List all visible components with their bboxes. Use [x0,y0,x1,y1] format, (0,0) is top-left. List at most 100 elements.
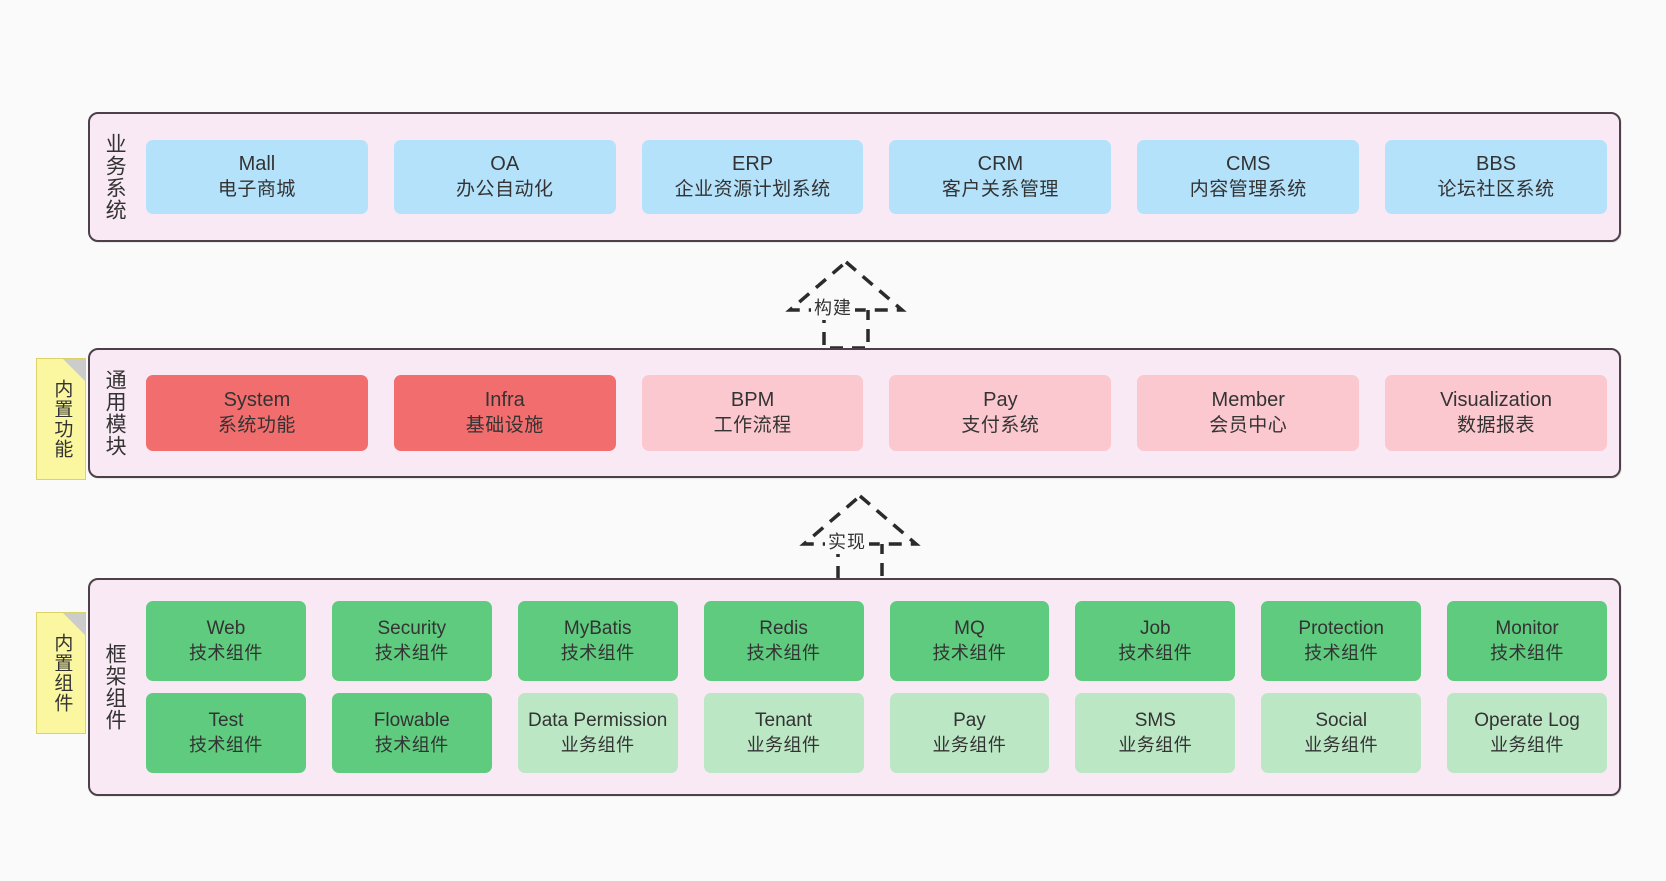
card-pay-module-subtitle: 支付系统 [961,414,1040,436]
card-system[interactable]: System 系统功能 [146,375,368,451]
connector-implement-arrow [799,493,921,584]
card-mall-title: Mall [238,153,276,176]
note-fold-icon [63,613,85,635]
connector-build: 构建 [756,258,936,350]
card-web-title: Web [206,618,246,640]
card-system-subtitle: 系统功能 [217,414,296,436]
business-card-row: Mall 电子商城 OA 办公自动化 ERP 企业资源计划系统 CRM 客户关系… [146,140,1607,214]
card-erp[interactable]: ERP 企业资源计划系统 [641,140,864,214]
card-social[interactable]: Social 业务组件 [1261,693,1422,773]
card-bpm-subtitle: 工作流程 [713,414,792,436]
card-test[interactable]: Test 技术组件 [146,693,306,773]
card-bbs[interactable]: BBS 论坛社区系统 [1385,140,1607,214]
card-member-subtitle: 会员中心 [1209,414,1288,436]
card-bpm[interactable]: BPM 工作流程 [641,375,864,451]
card-data-permission[interactable]: Data Permission 业务组件 [517,693,678,773]
card-erp-title: ERP [732,153,774,176]
card-oa-title: OA [490,153,520,176]
card-mall-subtitle: 电子商城 [217,178,296,200]
card-pay-module[interactable]: Pay 支付系统 [889,375,1112,451]
card-mybatis[interactable]: MyBatis 技术组件 [517,601,678,681]
card-flowable[interactable]: Flowable 技术组件 [331,693,492,773]
card-web[interactable]: Web 技术组件 [146,601,306,681]
card-operate-log-title: Operate Log [1474,710,1580,732]
card-crm-subtitle: 客户关系管理 [941,178,1059,200]
card-security-subtitle: 技术组件 [374,642,449,663]
card-bpm-title: BPM [730,389,775,412]
card-security[interactable]: Security 技术组件 [331,601,492,681]
card-cms-subtitle: 内容管理系统 [1189,178,1307,200]
card-social-subtitle: 业务组件 [1304,734,1379,755]
card-mall[interactable]: Mall 电子商城 [146,140,368,214]
card-pay-module-title: Pay [983,389,1018,412]
card-operate-log-subtitle: 业务组件 [1490,734,1565,755]
card-visualization[interactable]: Visualization 数据报表 [1385,375,1607,451]
connector-build-arrow [785,259,907,350]
card-member-title: Member [1211,389,1285,412]
card-tenant-title: Tenant [755,710,813,732]
note-builtin-function: 内置功能 [36,358,86,480]
card-tenant[interactable]: Tenant 业务组件 [703,693,864,773]
card-social-title: Social [1315,710,1368,732]
card-redis-subtitle: 技术组件 [746,642,821,663]
card-redis-title: Redis [759,618,808,640]
card-visualization-subtitle: 数据报表 [1457,414,1536,436]
note-builtin-component: 内置组件 [36,612,86,734]
card-cms-title: CMS [1226,153,1271,176]
framework-tech-row: Web 技术组件 Security 技术组件 MyBatis 技术组件 Redi… [146,601,1607,681]
card-pay-component[interactable]: Pay 业务组件 [889,693,1050,773]
card-test-title: Test [208,710,244,732]
card-cms[interactable]: CMS 内容管理系统 [1137,140,1360,214]
card-erp-subtitle: 企业资源计划系统 [674,178,831,200]
card-infra[interactable]: Infra 基础设施 [393,375,616,451]
card-test-subtitle: 技术组件 [188,734,263,755]
card-mq[interactable]: MQ 技术组件 [889,601,1050,681]
card-crm[interactable]: CRM 客户关系管理 [889,140,1112,214]
card-mybatis-title: MyBatis [563,618,632,640]
card-visualization-title: Visualization [1440,389,1553,412]
connector-implement: 实现 [770,492,950,584]
layer-framework-components: 框架组件 Web 技术组件 Security 技术组件 MyBatis 技术组件… [88,578,1621,796]
card-bbs-title: BBS [1476,153,1517,176]
card-data-permission-subtitle: 业务组件 [560,734,635,755]
card-job-title: Job [1139,618,1171,640]
card-security-title: Security [377,618,447,640]
layer-framework-body: Web 技术组件 Security 技术组件 MyBatis 技术组件 Redi… [138,580,1619,794]
card-crm-title: CRM [977,153,1024,176]
card-sms-title: SMS [1134,710,1176,732]
layer-business-systems: 业务系统 Mall 电子商城 OA 办公自动化 ERP 企业资源计划系统 CRM… [88,112,1621,242]
card-mq-subtitle: 技术组件 [932,642,1007,663]
card-flowable-title: Flowable [373,710,450,732]
layer-business-label: 业务系统 [103,133,127,221]
card-job-subtitle: 技术组件 [1118,642,1193,663]
card-sms[interactable]: SMS 业务组件 [1075,693,1236,773]
modules-card-row: System 系统功能 Infra 基础设施 BPM 工作流程 Pay 支付系统… [146,375,1607,451]
card-operate-log[interactable]: Operate Log 业务组件 [1447,693,1607,773]
layer-framework-label: 框架组件 [103,643,127,731]
card-monitor-subtitle: 技术组件 [1490,642,1565,663]
card-mybatis-subtitle: 技术组件 [560,642,635,663]
card-mq-title: MQ [954,618,985,640]
card-pay-component-subtitle: 业务组件 [932,734,1007,755]
card-member[interactable]: Member 会员中心 [1137,375,1360,451]
card-sms-subtitle: 业务组件 [1118,734,1193,755]
card-oa[interactable]: OA 办公自动化 [393,140,616,214]
card-infra-title: Infra [484,389,525,412]
note-fold-icon [63,359,85,381]
card-infra-subtitle: 基础设施 [465,414,544,436]
connector-implement-label: 实现 [825,528,869,554]
card-flowable-subtitle: 技术组件 [374,734,449,755]
layer-common-modules: 通用模块 System 系统功能 Infra 基础设施 BPM 工作流程 Pay… [88,348,1621,478]
card-protection[interactable]: Protection 技术组件 [1261,601,1422,681]
card-bbs-subtitle: 论坛社区系统 [1437,178,1555,200]
card-redis[interactable]: Redis 技术组件 [703,601,864,681]
card-pay-component-title: Pay [953,710,986,732]
card-monitor[interactable]: Monitor 技术组件 [1447,601,1607,681]
card-job[interactable]: Job 技术组件 [1075,601,1236,681]
card-protection-title: Protection [1298,618,1384,640]
card-monitor-title: Monitor [1495,618,1559,640]
layer-modules-body: System 系统功能 Infra 基础设施 BPM 工作流程 Pay 支付系统… [138,350,1619,476]
card-data-permission-title: Data Permission [527,710,668,732]
card-web-subtitle: 技术组件 [188,642,263,663]
